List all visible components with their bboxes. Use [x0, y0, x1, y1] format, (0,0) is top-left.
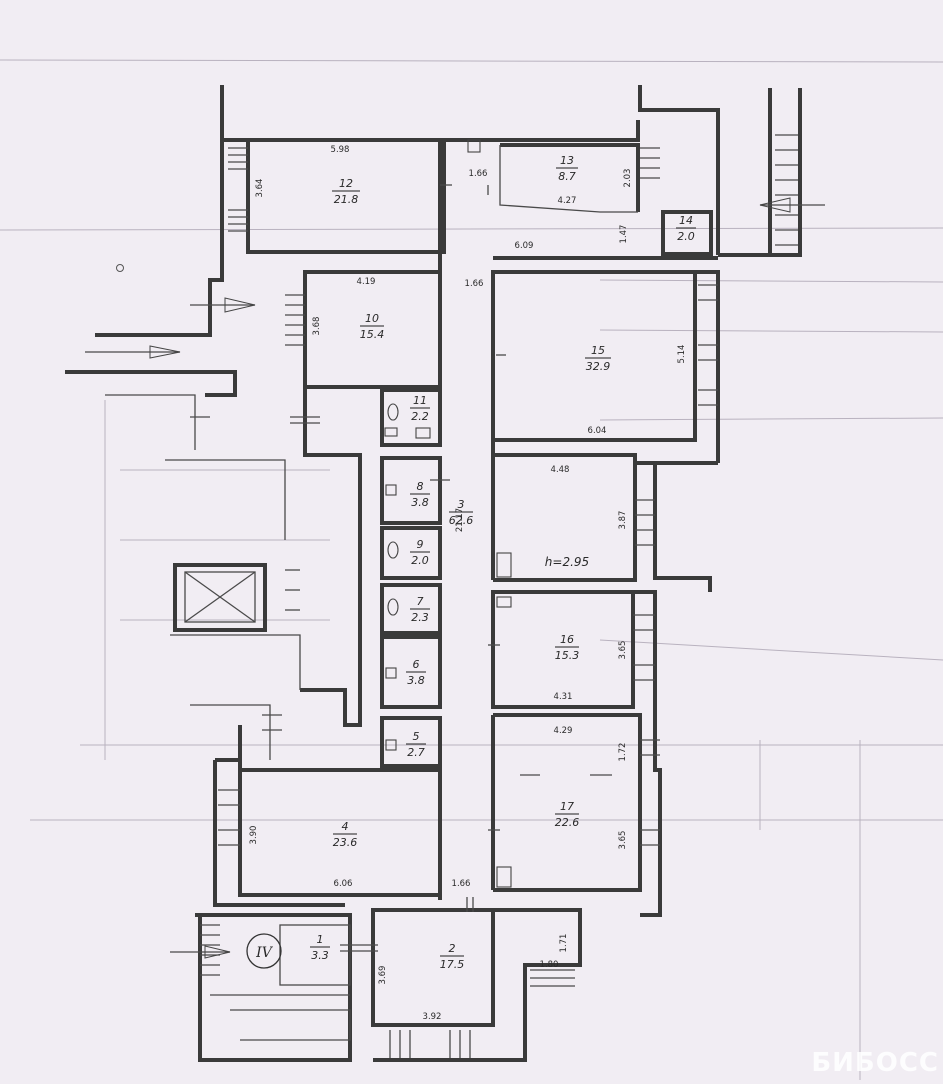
sanitary-fixtures	[384, 139, 512, 888]
room-number: 11	[413, 394, 427, 407]
dimension: 4.29	[554, 726, 573, 736]
dimension: 3.65	[618, 641, 628, 660]
room-area: 8.7	[558, 170, 576, 183]
walls	[65, 85, 802, 1062]
dimension: 5.98	[331, 145, 350, 155]
room-10: 10 15.4	[360, 312, 385, 341]
room-1: 13.3	[310, 933, 330, 962]
room-area: 3.8	[411, 496, 429, 509]
dimension: 1.47	[619, 225, 629, 244]
room-area: 22.6	[555, 816, 580, 829]
dimension: 1.71	[559, 934, 569, 953]
room-13: 138.7	[556, 154, 578, 183]
background-lines	[0, 59, 943, 1080]
room-area: 23.6	[333, 836, 358, 849]
room-number: 5	[413, 730, 420, 743]
dimension: 6.04	[588, 426, 607, 436]
room-2: 217.5	[440, 942, 465, 971]
room-4: 423.6	[333, 820, 358, 849]
room-3: 362.6	[449, 498, 474, 527]
room-17: 17 22.6	[555, 800, 580, 829]
room-number: 15	[591, 344, 605, 357]
dimension: 1.66	[469, 169, 488, 179]
stairs	[200, 134, 798, 1058]
room-number: 7	[417, 595, 424, 608]
room-area: 2.0	[677, 230, 695, 243]
room-number: 13	[560, 154, 574, 167]
room-area: 32.9	[586, 360, 611, 373]
room-9: 92.0	[410, 538, 430, 567]
room-5: 52.7	[406, 730, 426, 759]
room-6: 63.8	[406, 658, 426, 687]
dimension: 4.27	[558, 196, 577, 206]
room-area: 3.8	[407, 674, 425, 687]
room-number: 4	[342, 820, 349, 833]
dimension: 3.65	[618, 831, 628, 850]
room-number: 10	[365, 312, 379, 325]
dimension: 3.68	[312, 317, 322, 336]
room-15: 15 32.9	[585, 344, 611, 373]
dimension: 6.09	[515, 241, 534, 251]
room-number: 6	[413, 658, 420, 671]
room-area: 15.3	[555, 649, 580, 662]
entrance-marker: IV	[246, 933, 282, 969]
dimension: 4.31	[554, 692, 573, 702]
room-8: 83.8	[410, 480, 430, 509]
room-number: 12	[339, 177, 353, 190]
dimension-labels: 5.98 3.64 1.66 2.03 4.27 1.47 6.09 4.19 …	[249, 145, 687, 1022]
dimension: 3.64	[255, 179, 265, 198]
dimension: 1.66	[452, 879, 471, 889]
room-area: 3.3	[311, 949, 329, 962]
room-number: 16	[560, 633, 574, 646]
room-area: 17.5	[440, 958, 465, 971]
dimension: 1.72	[618, 743, 628, 762]
room-number: 1	[317, 933, 324, 946]
dimension: 3.92	[423, 1012, 442, 1022]
entrance-mark-label: IV	[255, 945, 274, 961]
dimension: 21.17	[455, 508, 465, 532]
watermark: БИБОСС	[811, 1048, 939, 1078]
room-number: 2	[449, 942, 456, 955]
dimension: 6.06	[334, 879, 353, 889]
dimension: 1.66	[465, 279, 484, 289]
room-area: 15.4	[360, 328, 385, 341]
room-number: 14	[679, 214, 693, 227]
room-number: 17	[560, 800, 574, 813]
room-area: 2.3	[411, 611, 429, 624]
room-11: 112.2	[410, 394, 430, 423]
room-12: 12 21.8	[332, 177, 360, 206]
dimension: 3.69	[378, 966, 388, 985]
dimension-ticks	[190, 184, 612, 952]
room-14: 142.0	[676, 214, 696, 243]
dimension: 1.80	[540, 960, 559, 970]
room-7: 72.3	[410, 595, 430, 624]
dimension: 5.14	[677, 345, 687, 364]
room-area: 2.2	[411, 410, 429, 423]
dimension: 2.03	[623, 169, 633, 188]
room-area: 2.7	[407, 746, 425, 759]
room-number: 9	[417, 538, 424, 551]
room-area: 21.8	[334, 193, 359, 206]
ceiling-height-label: h=2.95	[545, 555, 589, 569]
dimension: 3.87	[618, 511, 628, 530]
room-number: 3	[458, 498, 465, 511]
dimension: 4.48	[551, 465, 570, 475]
entry-arrows	[85, 197, 825, 959]
room-16: 16 15.3	[555, 633, 580, 662]
room-number: 8	[417, 480, 424, 493]
room-area: 62.6	[449, 514, 474, 527]
room-area: 2.0	[411, 554, 429, 567]
dimension: 3.90	[249, 826, 259, 845]
dimension: 4.19	[357, 277, 376, 287]
